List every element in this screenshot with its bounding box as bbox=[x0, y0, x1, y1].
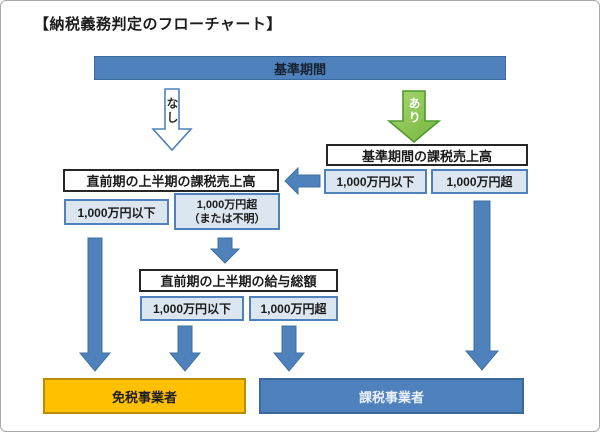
branch-no-arrow bbox=[151, 88, 193, 152]
result-exempt-box: 免税事業者 bbox=[43, 378, 246, 414]
base-period-bar: 基準期間 bbox=[94, 56, 506, 80]
branch-yes-label: あり bbox=[407, 97, 421, 125]
to-salary-arrow bbox=[209, 237, 241, 264]
prev-sales-over-line1: 1,000万円超 bbox=[196, 198, 258, 211]
prev-sales-over-line2: （または不明） bbox=[188, 212, 266, 225]
salary-header-box: 直前期の上半期の給与総額 bbox=[139, 269, 338, 292]
arrow-salary-over-to-taxable bbox=[272, 325, 306, 372]
base-sales-header-box: 基準期間の課税売上高 bbox=[326, 144, 528, 166]
branch-no-label: なし bbox=[165, 97, 179, 125]
branch-yes-arrow bbox=[386, 90, 442, 144]
salary-over-box: 1,000万円超 bbox=[249, 296, 338, 321]
arrow-prev-under-to-exempt bbox=[78, 237, 112, 372]
base-sales-over-box: 1,000万円超 bbox=[431, 169, 528, 194]
arrow-salary-under-to-exempt bbox=[168, 325, 202, 372]
flowchart-title: 【納税義務判定のフローチャート】 bbox=[34, 16, 282, 33]
salary-under-box: 1,000万円以下 bbox=[140, 296, 244, 321]
arrow-base-over-to-taxable bbox=[464, 200, 500, 371]
result-taxable-box: 課税事業者 bbox=[259, 378, 524, 414]
base-sales-under-box: 1,000万円以下 bbox=[324, 169, 427, 194]
to-prev-sales-arrow bbox=[284, 166, 321, 196]
prev-sales-under-box: 1,000万円以下 bbox=[64, 199, 169, 225]
prev-sales-header-box: 直前期の上半期の課税売上高 bbox=[63, 169, 279, 192]
prev-sales-over-box: 1,000万円超 （または不明） bbox=[174, 193, 280, 230]
